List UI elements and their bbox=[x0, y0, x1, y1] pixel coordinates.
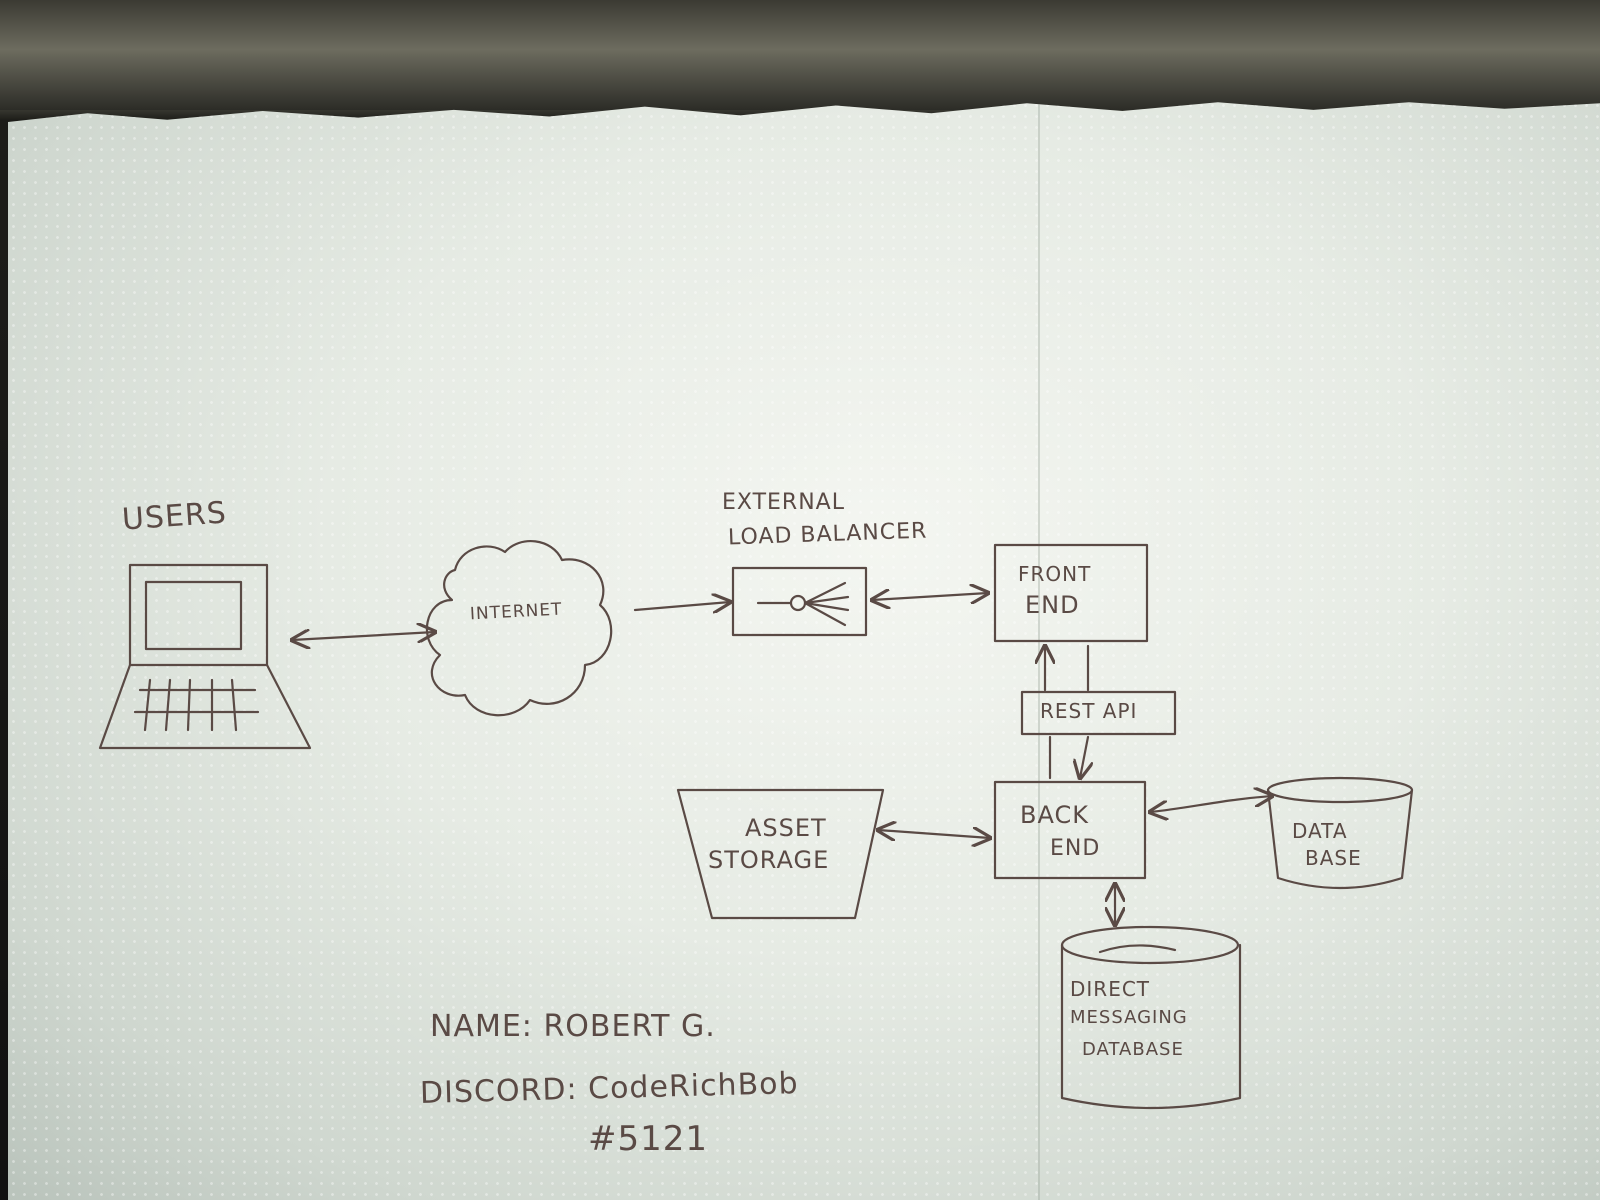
dm-database-label-line1: DIRECT bbox=[1070, 977, 1151, 1001]
paper-towel bbox=[8, 102, 1600, 1200]
front-end-box bbox=[993, 543, 1149, 643]
edge-users-internet bbox=[292, 632, 435, 640]
database-label-line2: BASE bbox=[1305, 846, 1362, 870]
edge-loadbalancer-frontend bbox=[872, 593, 988, 600]
signature-tag: #5121 bbox=[588, 1119, 709, 1159]
paper-texture bbox=[8, 102, 1600, 1200]
asset-storage-label-line1: ASSET bbox=[745, 814, 827, 842]
users-label: USERS bbox=[120, 495, 228, 538]
front-end-label-line2: END bbox=[1025, 591, 1080, 619]
asset-storage-label-line2: STORAGE bbox=[708, 846, 830, 874]
rest-api-label: REST API bbox=[1040, 699, 1138, 723]
rest-api-box bbox=[1020, 690, 1177, 736]
edge-storage-backend bbox=[878, 830, 990, 838]
front-end-label-line1: FRONT bbox=[1018, 562, 1092, 586]
database-label-line1: DATA bbox=[1292, 819, 1348, 843]
edge-backend-database bbox=[1150, 796, 1272, 812]
oven-top-background bbox=[0, 0, 1600, 110]
internet-cloud-icon bbox=[425, 540, 613, 717]
back-end-label-line2: END bbox=[1050, 836, 1101, 861]
asset-storage-shape bbox=[676, 788, 885, 920]
edge-internet-loadbalancer bbox=[633, 602, 730, 610]
back-end-box bbox=[993, 780, 1147, 880]
load-balancer-icon bbox=[731, 566, 868, 637]
dm-database-cylinder-icon bbox=[1060, 925, 1242, 1110]
dm-database-label-line3: DATABASE bbox=[1082, 1039, 1184, 1060]
back-end-label-line1: BACK bbox=[1020, 801, 1089, 829]
laptop-icon bbox=[98, 563, 312, 750]
load-balancer-label-line1: EXTERNAL bbox=[722, 490, 845, 515]
edge-restapi-backend-down bbox=[1080, 735, 1088, 778]
dm-database-label-line2: MESSAGING bbox=[1070, 1007, 1188, 1028]
signature-name: NAME: ROBERT G. bbox=[430, 1009, 716, 1044]
